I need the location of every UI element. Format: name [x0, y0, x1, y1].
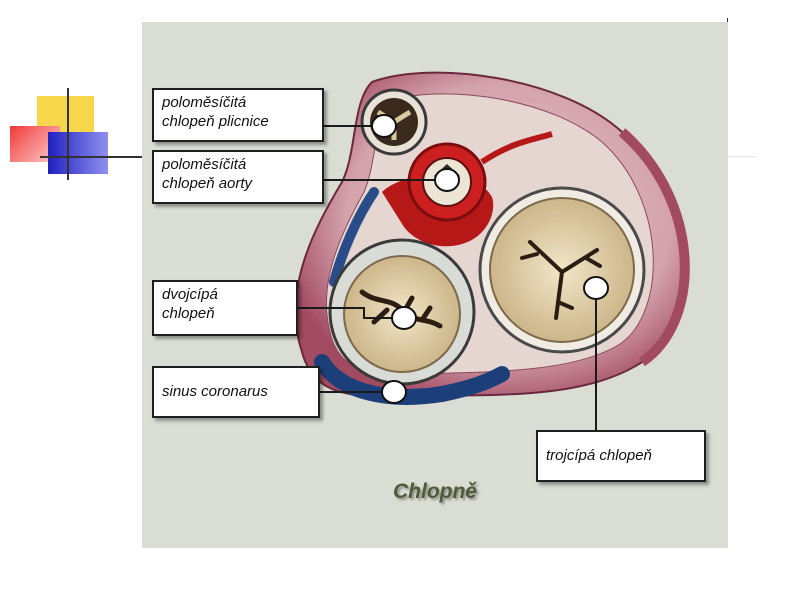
label-aortic-line1: poloměsíčitá: [162, 156, 247, 173]
deco-square-blue: [48, 132, 108, 174]
label-mitral-valve: dvojcípá chlopeň: [152, 280, 298, 336]
deco-vertical-line: [67, 88, 69, 180]
coronary-vessel: [329, 187, 379, 287]
right-ventricle-wall: [618, 128, 690, 367]
label-aortic-valve: poloměsíčitá chlopeň aorty: [152, 150, 324, 204]
deco-horizontal-line: [40, 156, 143, 158]
label-mitral-line2: chlopeň: [162, 305, 215, 322]
label-pulmonary-line1: poloměsíčitá: [162, 94, 247, 111]
label-tricuspid-line1: trojcípá chlopeň: [546, 447, 652, 464]
diagram-title: Chlopně: [393, 480, 477, 503]
label-pulmonary-line2: chlopeň plicnice: [162, 113, 269, 130]
deco-corner-tick: [727, 18, 728, 22]
marker-dots: [371, 114, 609, 404]
label-pulmonary-valve: poloměsíčitá chlopeň plicnice: [152, 88, 324, 142]
label-aortic-line2: chlopeň aorty: [162, 175, 253, 192]
label-sinus-coronarus: sinus coronarus: [152, 366, 320, 418]
label-sinus-line1: sinus coronarus: [162, 383, 268, 400]
deco-faint-line: [726, 156, 756, 157]
sinus-coronarus: [314, 354, 510, 405]
heart-cross-section: [294, 71, 690, 430]
label-tricuspid-valve: trojcípá chlopeň: [536, 430, 706, 482]
label-mitral-line1: dvojcípá: [162, 286, 218, 303]
heart-valves-illustration: poloměsíčitá chlopeň plicnice poloměsíči…: [142, 22, 728, 548]
tricuspid-valve: [478, 186, 646, 354]
